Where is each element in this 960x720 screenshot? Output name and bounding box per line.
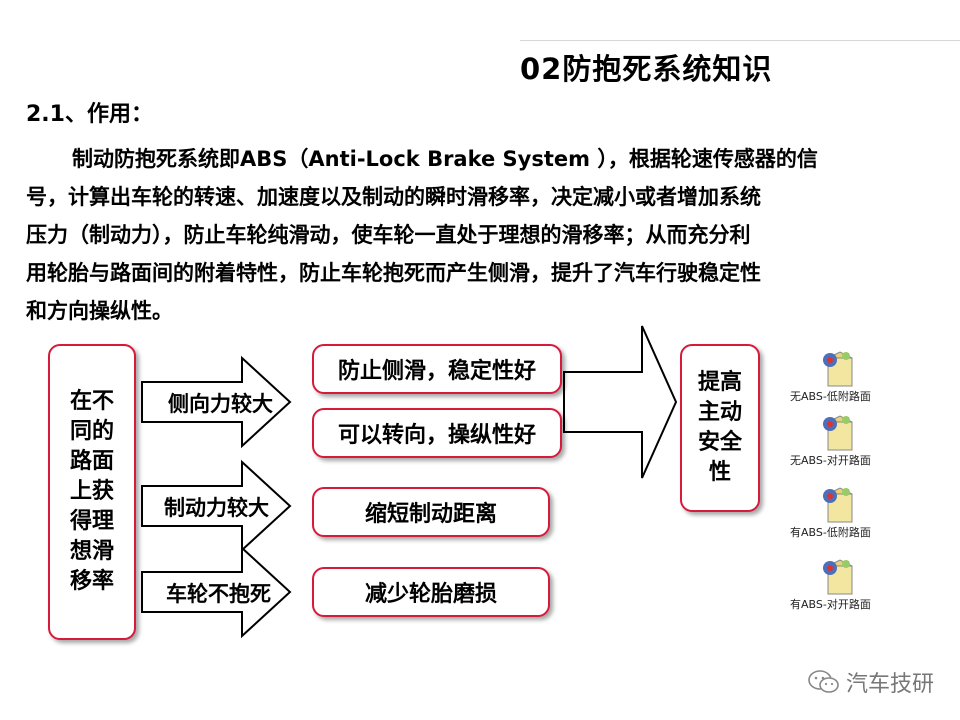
page-title: 02防抱死系统知识 (520, 52, 773, 86)
media-label: 有ABS-对开路面 (790, 598, 871, 611)
result-box-tire-wear: 减少轮胎磨损 (312, 567, 550, 617)
watermark: 汽车技研 (808, 666, 934, 698)
media-label: 有ABS-低附路面 (790, 526, 871, 539)
paragraph-line: 压力（制动力），防止车轮纯滑动，使车轮一直处于理想的滑移率；从而充分利 (26, 223, 751, 247)
media-label: 无ABS-对开路面 (790, 454, 871, 467)
media-label: 无ABS-低附路面 (790, 390, 871, 403)
condition-box: 在不同的路面上获得理想滑移率 (48, 344, 136, 640)
wechat-icon (808, 670, 839, 693)
description-paragraph: 制动防抱死系统即ABS（Anti-Lock Brake System ），根据轮… (26, 140, 886, 330)
header-divider (520, 40, 960, 41)
arrow-shape-braking-force (141, 459, 292, 553)
media-file-icon (823, 415, 853, 451)
result-box-stability: 防止侧滑，稳定性好 (312, 344, 562, 394)
paragraph-line: 号，计算出车轮的转速、加速度以及制动的瞬时滑移率，决定减小或者增加系统 (26, 185, 761, 209)
media-file-icon (823, 487, 853, 523)
media-file-icon (823, 351, 853, 387)
section-heading: 2.1、作用： (26, 102, 153, 127)
arrow-shape-lateral-force (141, 355, 292, 449)
result-box-steering: 可以转向，操纵性好 (312, 408, 562, 458)
arrow-shape-to-goal (563, 325, 678, 479)
paragraph-line: 制动防抱死系统即ABS（Anti-Lock Brake System ），根据轮… (72, 147, 818, 171)
watermark-text: 汽车技研 (845, 672, 934, 697)
media-file-icon (823, 559, 853, 595)
paragraph-line: 和方向操纵性。 (26, 299, 173, 323)
result-box-braking-distance: 缩短制动距离 (312, 487, 550, 537)
arrow-label-lateral-force: 侧向力较大 (168, 392, 273, 416)
paragraph-line: 用轮胎与路面间的附着特性，防止车轮抱死而产生侧滑，提升了汽车行驶稳定性 (26, 261, 761, 285)
arrow-shape-wheel-not-lock (141, 545, 292, 639)
goal-box: 提高主动安全性 (680, 344, 760, 512)
arrow-label-braking-force: 制动力较大 (164, 496, 269, 520)
arrow-label-wheel-not-lock: 车轮不抱死 (166, 582, 271, 606)
